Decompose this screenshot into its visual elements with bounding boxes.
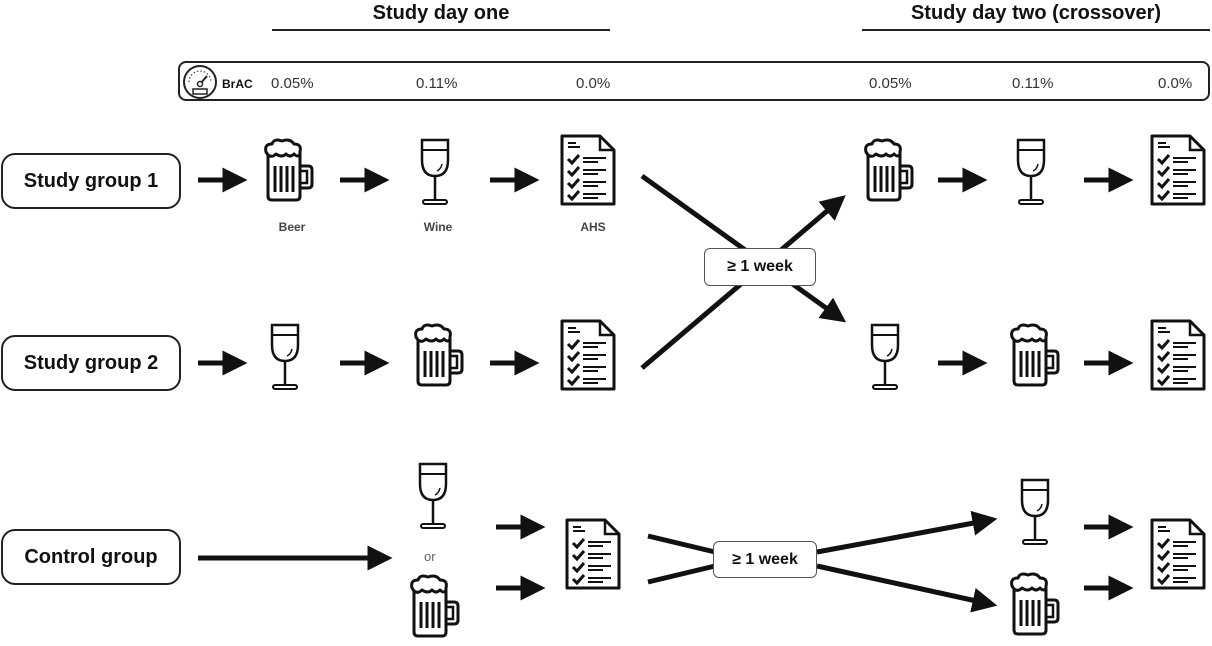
wine-icon [270,323,300,391]
brac-d1-value-3: 0.0% [576,75,611,92]
wine-label: Wine [423,220,453,234]
control-group-box: Control group [1,529,181,585]
wine-icon [1016,138,1046,206]
questionnaire-icon [1150,134,1206,206]
brac-label: BrAC [222,77,253,91]
crossover-line [647,533,716,555]
beer-icon [864,138,914,202]
speedometer-icon [183,65,217,99]
study-group-1-box: Study group 1 [1,153,181,209]
brac-d2-value-2: 0.11% [1012,75,1054,92]
crossover-arrow [816,510,998,555]
crossover-line [647,563,716,585]
header-day-one-underline [272,29,610,31]
brac-d2-value-3: 0.0% [1158,75,1193,92]
header-day-two-underline [862,29,1210,31]
questionnaire-icon [1150,319,1206,391]
ahs-label: AHS [580,220,606,234]
beer-icon [1010,323,1060,387]
header-day-one: Study day one [372,2,510,24]
beer-icon [1010,572,1060,636]
or-label: or [424,549,436,564]
wine-icon [870,323,900,391]
beer-icon [264,138,314,202]
questionnaire-icon [560,319,616,391]
questionnaire-icon [565,518,621,590]
beer-icon [414,323,464,387]
questionnaire-icon [1150,518,1206,590]
beer-icon [410,574,460,638]
wine-icon [420,138,450,206]
wine-icon [418,462,448,530]
crossover-arrow [640,173,847,323]
brac-d1-value-1: 0.05% [271,75,314,92]
header-day-two: Study day two (crossover) [910,2,1162,24]
beer-label: Beer [278,220,306,234]
questionnaire-icon [560,134,616,206]
study-group-2-box: Study group 2 [1,335,181,391]
wine-icon [1020,478,1050,546]
crossover-arrow [816,563,998,613]
washout-box-study: ≥ 1 week [704,248,816,286]
brac-d2-value-1: 0.05% [869,75,912,92]
washout-box-control: ≥ 1 week [713,541,817,578]
brac-bar [178,61,1210,101]
brac-d1-value-2: 0.11% [416,75,458,92]
